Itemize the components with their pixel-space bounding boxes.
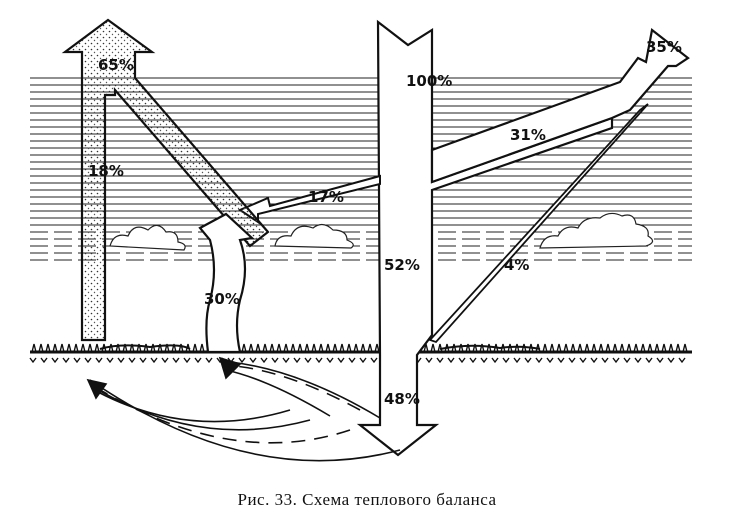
clouds	[109, 212, 654, 251]
label-incoming: 100%	[406, 72, 452, 90]
ground-return-arrows	[86, 356, 401, 462]
ground-surface	[29, 343, 692, 364]
figure-caption: Рис. 33. Схема теплового баланса	[237, 490, 497, 509]
label-ground-to-atmosphere: 30%	[204, 290, 240, 308]
label-atmosphere-total: 52%	[384, 256, 420, 274]
label-atmosphere-absorbed: 17%	[308, 188, 344, 206]
label-cloud-reflection: 31%	[510, 126, 546, 144]
surface-reflection-arrow-4	[428, 103, 649, 344]
outgoing-longwave-arrow-65	[61, 18, 270, 342]
label-surface-reflection: 4%	[504, 256, 529, 274]
incoming-radiation-arrow	[356, 19, 614, 457]
label-outgoing-longwave: 65%	[98, 56, 134, 74]
reflected-arrow-35	[430, 28, 690, 184]
label-ground-radiation: 18%	[88, 162, 124, 180]
label-outgoing-reflected: 35%	[646, 38, 682, 56]
ground-heat-arrow-30	[198, 212, 255, 354]
label-surface-absorbed: 48%	[384, 390, 420, 408]
